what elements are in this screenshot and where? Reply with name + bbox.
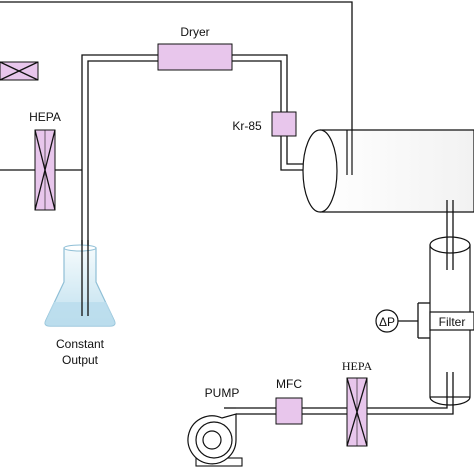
dryer-unit [157, 43, 233, 71]
pump-label: PUMP [205, 386, 240, 400]
top-return-pipe [0, 1, 353, 175]
hepa-filter-bottom [346, 377, 368, 447]
mfc-label: MFC [276, 377, 302, 391]
delta-p-label: ΔP [379, 315, 395, 329]
constant-output-label-line1: Constant [56, 337, 105, 351]
partial-filter-top-left [0, 61, 39, 81]
kr85-label: Kr-85 [232, 119, 262, 133]
filter-label: Filter [439, 315, 466, 329]
pressure-gauge [375, 302, 430, 339]
flask-supply-pipe [81, 54, 318, 316]
filter-holder [429, 236, 474, 406]
hepa-left-label: HEPA [29, 110, 61, 124]
hepa-bottom-label: HEPA [342, 359, 373, 373]
erlenmeyer-flask-icon [44, 240, 116, 327]
centrifugal-pump-icon [187, 407, 243, 467]
kr85-neutralizer [271, 111, 297, 137]
constant-output-label-line2: Output [62, 353, 99, 367]
chamber-outlet-pipe [446, 200, 454, 243]
bottom-exhaust-pipe [236, 400, 454, 415]
hepa-filter-left [34, 129, 56, 211]
mixing-chamber-cylinder [302, 129, 474, 213]
mass-flow-controller [275, 397, 303, 425]
dryer-label: Dryer [180, 25, 209, 39]
